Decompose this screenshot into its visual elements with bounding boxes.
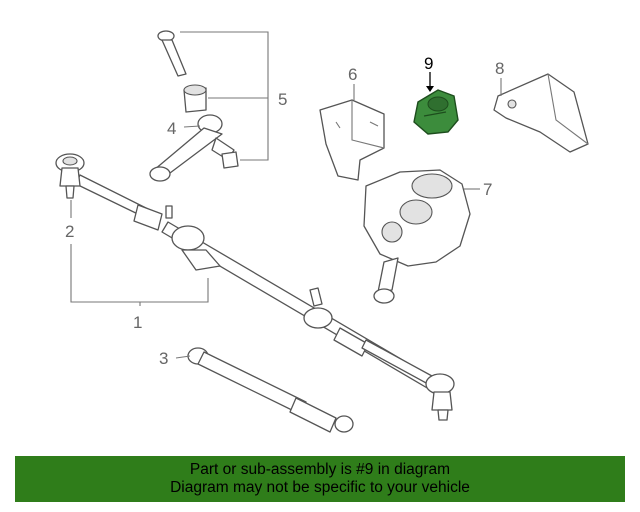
- steering-gear[interactable]: [363, 169, 471, 304]
- callout-8: 8: [495, 59, 504, 78]
- callout-6: 6: [348, 65, 357, 84]
- parts-diagram: 1 2 3 4 5 6 7 8 9: [55, 30, 589, 433]
- mounting-bracket[interactable]: [319, 99, 385, 181]
- leader-lines: [70, 31, 502, 359]
- idler-bolt-bushing[interactable]: [157, 30, 239, 169]
- callout-1: 1: [133, 313, 142, 332]
- center-link-assembly[interactable]: [55, 153, 455, 421]
- callout-2: 2: [65, 222, 74, 241]
- footer-banner: Part or sub-assembly is #9 in diagram Di…: [15, 456, 625, 502]
- footer-line-1: Part or sub-assembly is #9 in diagram: [189, 461, 451, 478]
- callout-7: 7: [483, 180, 492, 199]
- callout-4: 4: [167, 119, 176, 138]
- highlighted-part-9[interactable]: [413, 89, 459, 135]
- callout-9: 9: [424, 54, 433, 73]
- idler-arm[interactable]: [149, 114, 235, 182]
- gear-mount-plate[interactable]: [493, 73, 589, 153]
- footer-line-2: Diagram may not be specific to your vehi…: [170, 479, 470, 496]
- callout-5: 5: [278, 90, 287, 109]
- callout-3: 3: [159, 349, 168, 368]
- steering-damper[interactable]: [187, 347, 354, 433]
